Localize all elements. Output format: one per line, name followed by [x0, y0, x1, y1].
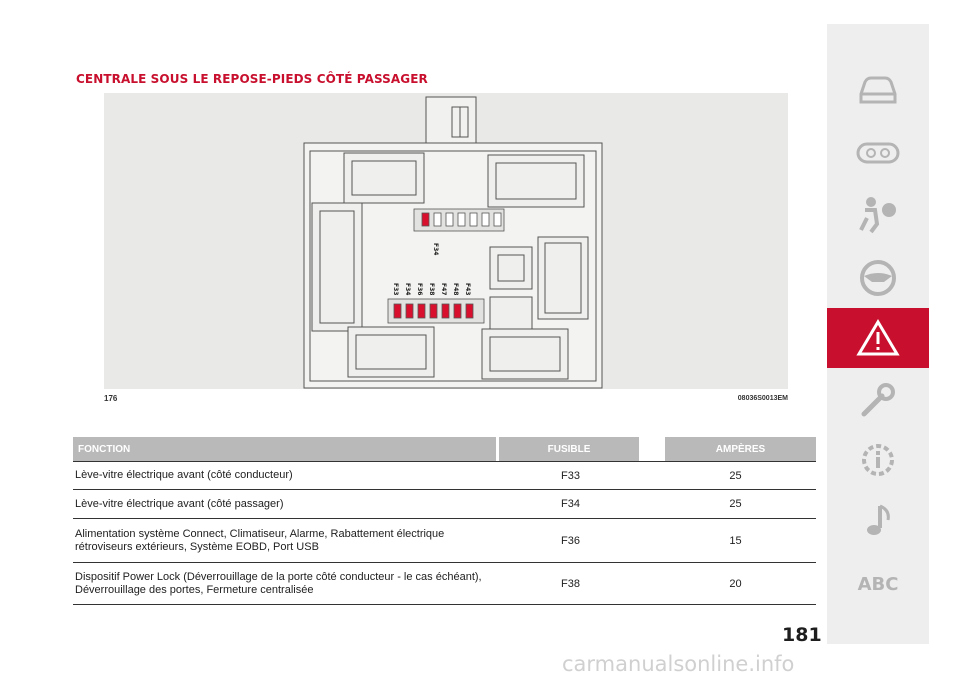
cell-function: Dispositif Power Lock (Déverrouillage de… — [75, 570, 482, 596]
figure-code: 08036S0013EM — [737, 395, 788, 402]
sidebar-item-dashboard[interactable] — [827, 124, 929, 184]
fuse-label-bottom: F33 — [392, 283, 399, 295]
sidebar-item-car[interactable] — [827, 60, 929, 120]
table-row: Lève-vitre électrique avant (côté passag… — [73, 490, 816, 519]
cell-function: Lève-vitre électrique avant (côté conduc… — [75, 469, 293, 481]
table-header: FONCTION FUSIBLE AMPÈRES — [73, 437, 816, 461]
car-icon — [859, 76, 897, 104]
fuse-box-diagram: F34 F33 F34 F36 F38 F47 F48 F43 — [104, 93, 788, 389]
fuse-label-top: F34 — [432, 243, 439, 255]
fuse-label-bottom: F47 — [440, 283, 447, 295]
header-function: FONCTION — [73, 437, 496, 461]
cell-fuse: F38 — [561, 577, 580, 590]
sidebar-item-maintenance[interactable] — [827, 370, 929, 430]
wrench-icon — [861, 383, 895, 417]
sidebar-item-driving[interactable] — [827, 248, 929, 308]
airbag-icon — [859, 197, 896, 234]
dashboard-icon — [856, 142, 900, 164]
sidebar-item-index[interactable]: ABC — [827, 554, 929, 614]
gear-info-icon — [862, 444, 894, 476]
fuse-label-bottom: F36 — [416, 283, 423, 295]
cell-amps: 25 — [729, 498, 742, 510]
header-fuse: FUSIBLE — [499, 437, 639, 461]
cell-function: Lève-vitre électrique avant (côté passag… — [75, 497, 284, 510]
figure-number: 176 — [104, 394, 118, 403]
abc-label: ABC — [857, 573, 899, 595]
table-row: Lève-vitre électrique avant (côté conduc… — [73, 461, 816, 490]
chapter-sidebar: ABC — [827, 24, 929, 644]
cell-fuse: F34 — [561, 498, 580, 510]
page-title: CENTRALE SOUS LE REPOSE-PIEDS CÔTÉ PASSA… — [76, 72, 428, 86]
table-row: Dispositif Power Lock (Déverrouillage de… — [73, 563, 816, 605]
table-row: Alimentation système Connect, Climatiseu… — [73, 519, 816, 563]
cell-fuse: F36 — [561, 534, 580, 547]
cell-amps: 15 — [729, 534, 742, 547]
fuse-label-bottom: F34 — [404, 283, 411, 295]
cell-function: Alimentation système Connect, Climatiseu… — [75, 527, 445, 553]
watermark: carmanualsonline.info — [562, 652, 795, 676]
cell-amps: 25 — [729, 469, 742, 482]
music-note-icon — [867, 504, 890, 535]
fuse-table: FONCTION FUSIBLE AMPÈRES Lève-vitre élec… — [73, 437, 816, 605]
sidebar-item-technical[interactable] — [827, 430, 929, 490]
fuse-label-bottom: F48 — [452, 283, 459, 295]
cell-amps: 20 — [729, 577, 742, 590]
page-number: 181 — [782, 624, 822, 646]
sidebar-item-multimedia[interactable] — [827, 490, 929, 550]
sidebar-item-safety[interactable] — [827, 184, 929, 244]
steering-wheel-icon — [860, 260, 896, 296]
sidebar-item-emergency[interactable] — [827, 308, 929, 368]
warning-icon — [856, 319, 900, 356]
fuse-label-bottom: F43 — [464, 283, 471, 295]
fuse-box-drawing: F34 F33 F34 F36 F38 F47 F48 F43 — [303, 96, 603, 389]
fuse-label-bottom: F38 — [428, 283, 435, 295]
header-amps: AMPÈRES — [665, 437, 816, 461]
cell-fuse: F33 — [561, 469, 580, 482]
